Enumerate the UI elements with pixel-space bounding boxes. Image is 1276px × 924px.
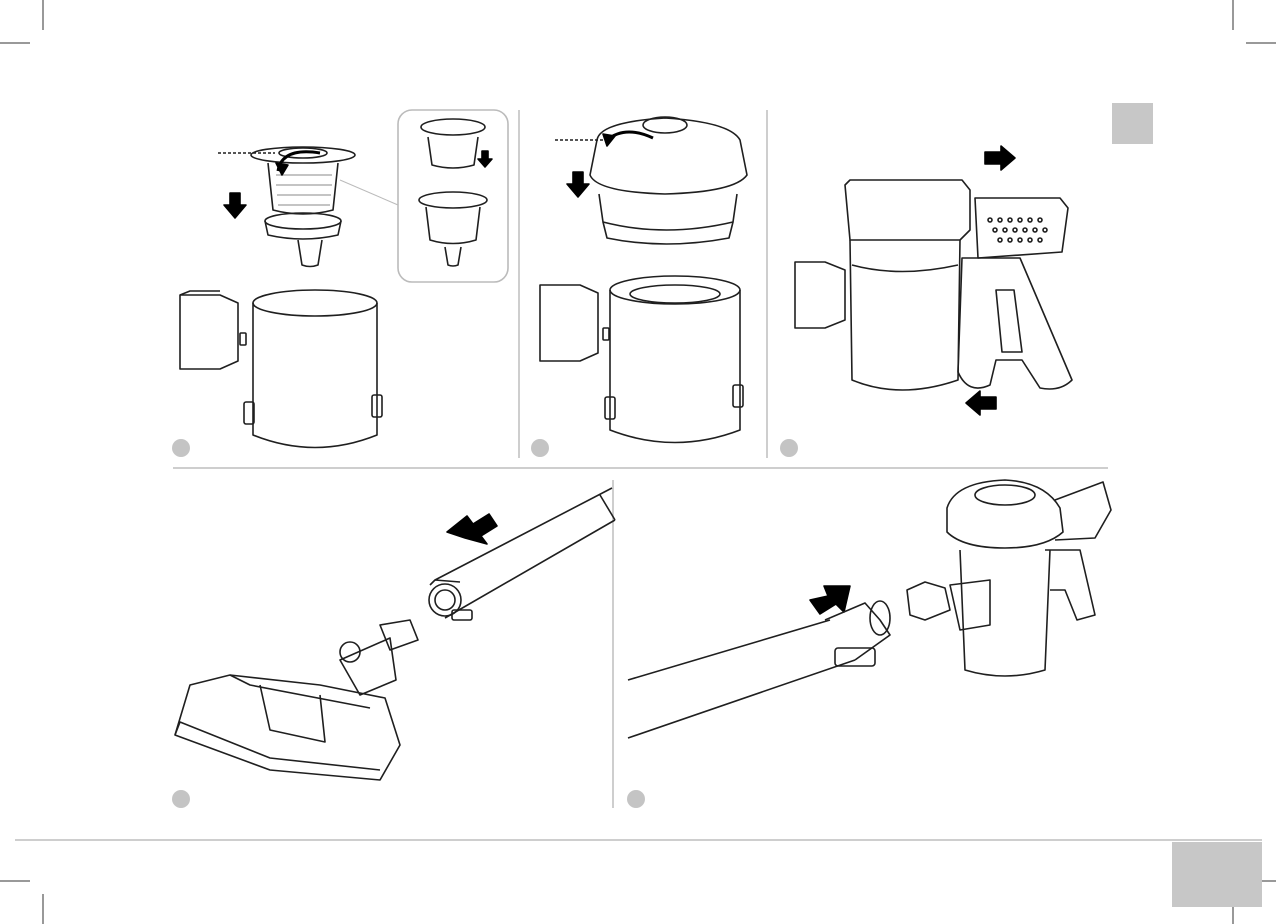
handle-attach-illustration	[790, 140, 1090, 435]
down-arrow-icon	[478, 151, 492, 167]
left-arrow-icon	[985, 146, 1015, 170]
step-badge	[780, 439, 798, 457]
left-arrow-icon	[966, 391, 996, 415]
diagonal-arrow-icon	[447, 514, 497, 544]
down-arrow-icon	[567, 172, 589, 197]
page-number-tab	[1172, 842, 1262, 907]
dust-container-lid-illustration	[535, 110, 760, 460]
step-badge	[627, 790, 645, 808]
tube-to-body-illustration	[625, 470, 1115, 765]
diagonal-arrow-icon	[810, 586, 850, 614]
dust-container-filter-illustration	[160, 105, 515, 465]
floor-brush-tube-illustration	[160, 480, 620, 805]
language-tab	[1112, 103, 1153, 144]
down-arrow-icon	[224, 193, 246, 218]
